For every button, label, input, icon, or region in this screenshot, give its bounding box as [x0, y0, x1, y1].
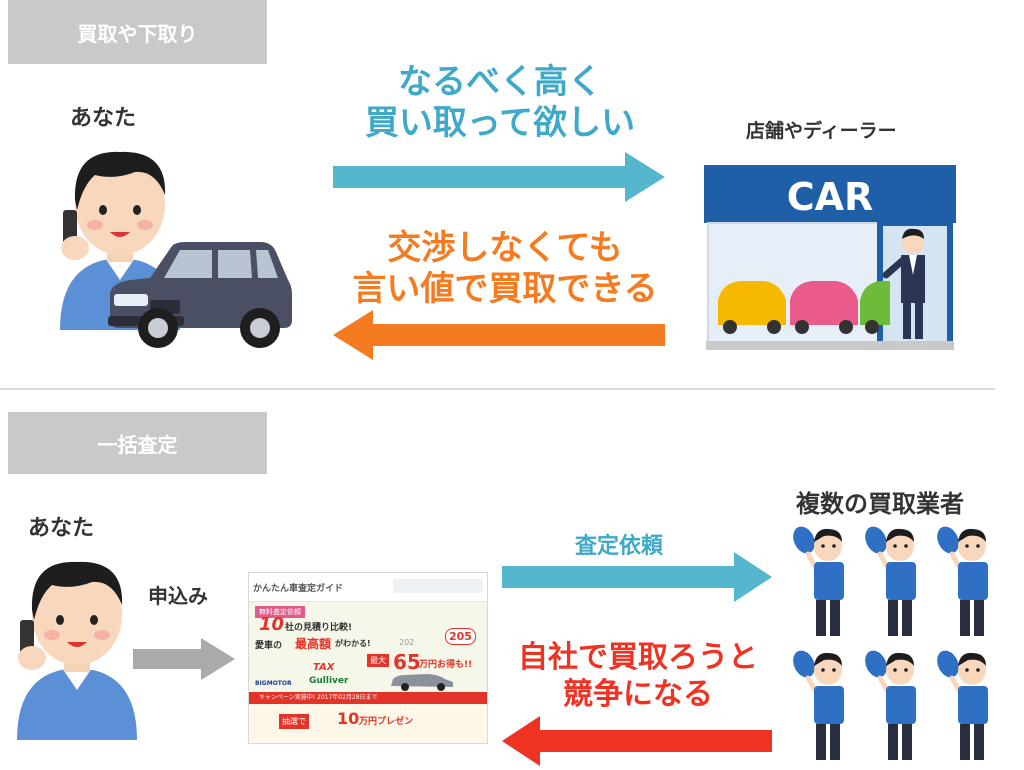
message-sell-high-line2: 買い取って欲しい — [364, 103, 636, 144]
section-tag-trade-in: 買取や下取り — [8, 0, 267, 64]
appraisal-website-screenshot: かんたん車査定ガイド 無料査定依頼 10 社の見積り比較! 愛車の 最高額 がわ… — [248, 572, 488, 744]
apply-label: 申込み — [148, 584, 208, 608]
section-divider — [0, 388, 995, 390]
arrow-left-red — [502, 716, 772, 766]
suv-car-icon — [108, 242, 292, 348]
buyers-group-icon — [790, 524, 1018, 770]
message-competition-line1: 自社で買取ろうと — [518, 640, 758, 675]
message-sell-high: なるべく高く 買い取って欲しい — [330, 62, 670, 145]
message-buy-at-asking: 交渉しなくても 言い値で買取できる — [300, 228, 710, 311]
car-text: 愛車の — [255, 641, 283, 651]
logo-tax: TAX — [313, 662, 335, 673]
you-label-bottom: あなた — [28, 516, 95, 541]
dealer-label: 店舗やディーラー — [746, 120, 897, 142]
price-badge-small: 202 — [399, 638, 415, 647]
buyers-label: 複数の買取業者 — [796, 490, 964, 518]
logo-bigmotor: BIGMOTOR — [255, 680, 292, 687]
person-on-phone-icon-bottom — [17, 561, 137, 740]
site-name: かんたん車査定ガイド — [253, 584, 344, 594]
highest-price-text: 最高額 — [295, 637, 332, 651]
logo-gulliver: Gulliver — [309, 676, 349, 686]
section-tag-bulk-appraisal: 一括査定 — [8, 412, 267, 474]
campaign-banner: キャンペーン実施中! 2017年02月28日まで — [249, 692, 487, 704]
company-count: 10 — [259, 614, 285, 635]
price-badge: 205 — [445, 628, 476, 645]
arrow-left-orange — [333, 310, 665, 360]
find-out-text: がわかる! — [335, 639, 371, 648]
store-sign-text: CAR — [787, 175, 874, 219]
car-dealer-store-icon: CAR — [704, 165, 956, 350]
lottery-tag: 抽選で — [279, 714, 309, 729]
message-buy-at-asking-line1: 交渉しなくても — [387, 228, 623, 268]
price-suffix: 万円お得も!! — [419, 660, 473, 670]
message-buy-at-asking-line2: 言い値で買取できる — [352, 269, 658, 310]
max-tag: 最大 — [367, 654, 389, 667]
you-label-top: あなた — [70, 106, 137, 131]
arrow-right-blue — [333, 152, 665, 202]
lottery-suffix: 万円プレゼン — [359, 717, 414, 727]
compare-text: 社の見積り比較! — [285, 623, 353, 633]
free-appraisal-tag: 無料査定依頼 — [255, 606, 305, 618]
price-big: 65 — [393, 650, 421, 674]
site-car-icon — [391, 674, 453, 691]
message-competition-line2: 競争になる — [563, 676, 713, 712]
appraisal-request-label: 査定依頼 — [575, 534, 664, 559]
arrow-right-blue-bottom — [502, 552, 772, 602]
person-on-phone-icon — [60, 151, 180, 330]
arrow-right-gray — [133, 638, 235, 680]
message-sell-high-line1: なるべく高く — [398, 62, 602, 102]
lottery-amount: 10 — [337, 709, 360, 728]
message-competition: 自社で買取ろうと 競争になる — [488, 640, 788, 713]
